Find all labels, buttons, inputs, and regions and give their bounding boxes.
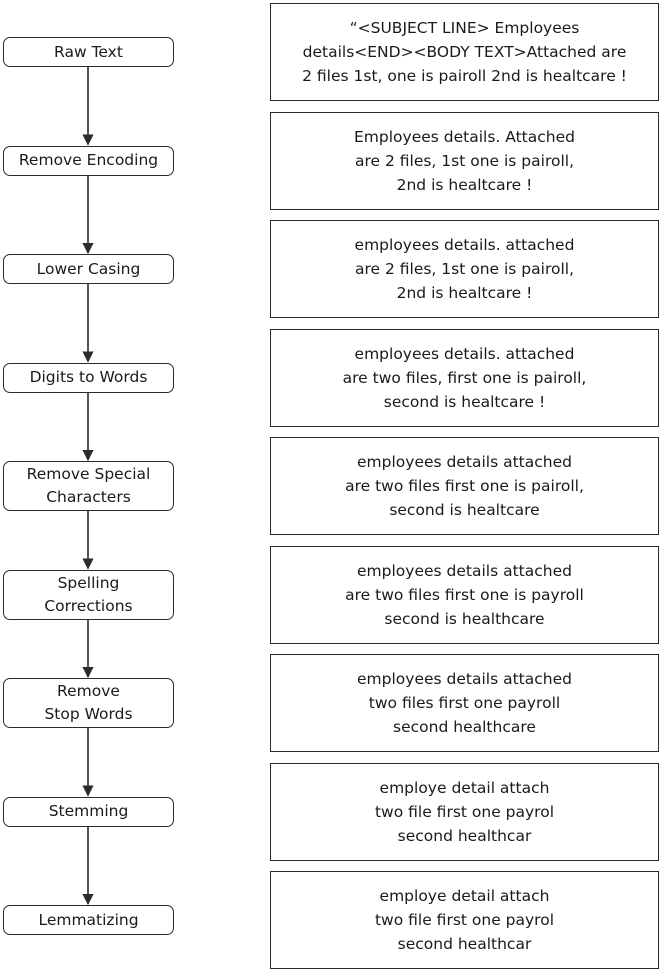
step-remove-stop-words: Remove Stop Words [3, 678, 174, 728]
output-spelling-corrections: employees details attached are two files… [270, 545, 659, 644]
output-raw-text: “<SUBJECT LINE> Employees details<END><B… [270, 3, 659, 101]
output-stemming: employe detail attach two file first one… [270, 762, 659, 861]
output-lower-casing: employees details. attached are 2 files,… [270, 220, 659, 318]
step-remove-special-characters: Remove Special Characters [3, 461, 174, 511]
step-raw-text: Raw Text [3, 37, 174, 67]
step-stemming: Stemming [3, 796, 174, 827]
step-remove-encoding: Remove Encoding [3, 145, 174, 176]
step-lemmatizing: Lemmatizing [3, 905, 174, 935]
step-lower-casing: Lower Casing [3, 254, 174, 284]
output-remove-special-characters: employees details attached are two files… [270, 437, 659, 535]
output-remove-encoding: Employees details. Attached are 2 files,… [270, 111, 659, 210]
output-remove-stop-words: employees details attached two files fir… [270, 654, 659, 752]
output-digits-to-words: employees details. attached are two file… [270, 328, 659, 427]
output-lemmatizing: employe detail attach two file first one… [270, 871, 659, 969]
step-digits-to-words: Digits to Words [3, 362, 174, 393]
step-spelling-corrections: Spelling Corrections [3, 569, 174, 620]
